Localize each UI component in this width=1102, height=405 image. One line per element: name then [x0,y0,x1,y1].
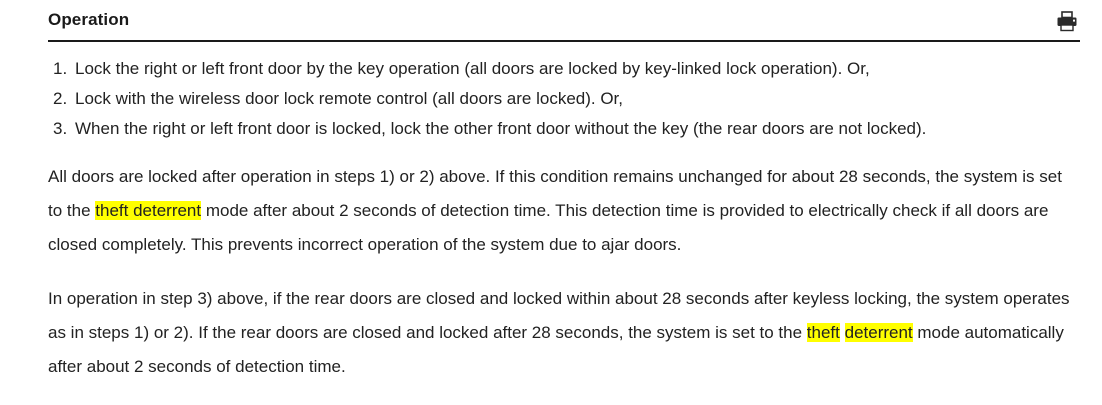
paragraph-text: All doors are locked after operation in … [48,167,1062,220]
paragraph-text: In operation in step 3) above, if the re… [48,289,1070,342]
printer-icon [1056,10,1078,32]
list-item: 1. Lock the right or left front door by t… [48,54,1080,84]
list-item-number: 3. [53,119,68,138]
highlighted-text: theft deterrent [95,201,202,220]
section-header: Operation [48,8,1080,42]
paragraph-two: In operation in step 3) above, if the re… [48,282,1080,384]
list-item: 2. Lock with the wireless door lock remot… [48,84,1080,114]
page-title: Operation [48,10,130,29]
paragraph-text: mode automatically after about 2 seconds… [48,323,1064,376]
paragraph-text: mode after about 2 seconds of detection … [48,201,1049,254]
paragraph-text [840,323,845,342]
steps-list: 1. Lock the right or left front door by t… [48,54,1080,144]
print-button[interactable] [1054,8,1080,34]
list-item-label: When the right or left front door is loc… [75,119,927,138]
document-body: 1. Lock the right or left front door by t… [48,54,1080,384]
paragraphs-container: All doors are locked after operation in … [48,160,1080,384]
list-item-number: 1. [53,59,68,78]
highlighted-text: deterrent [844,323,913,342]
paragraph-one: All doors are locked after operation in … [48,160,1080,262]
list-item: 3. When the right or left front door is l… [48,114,1080,144]
list-item-number: 2. [53,89,68,108]
list-item-label: Lock with the wireless door lock remote … [75,89,624,108]
list-item-label: Lock the right or left front door by the… [75,59,870,78]
highlighted-text: theft [806,323,840,342]
